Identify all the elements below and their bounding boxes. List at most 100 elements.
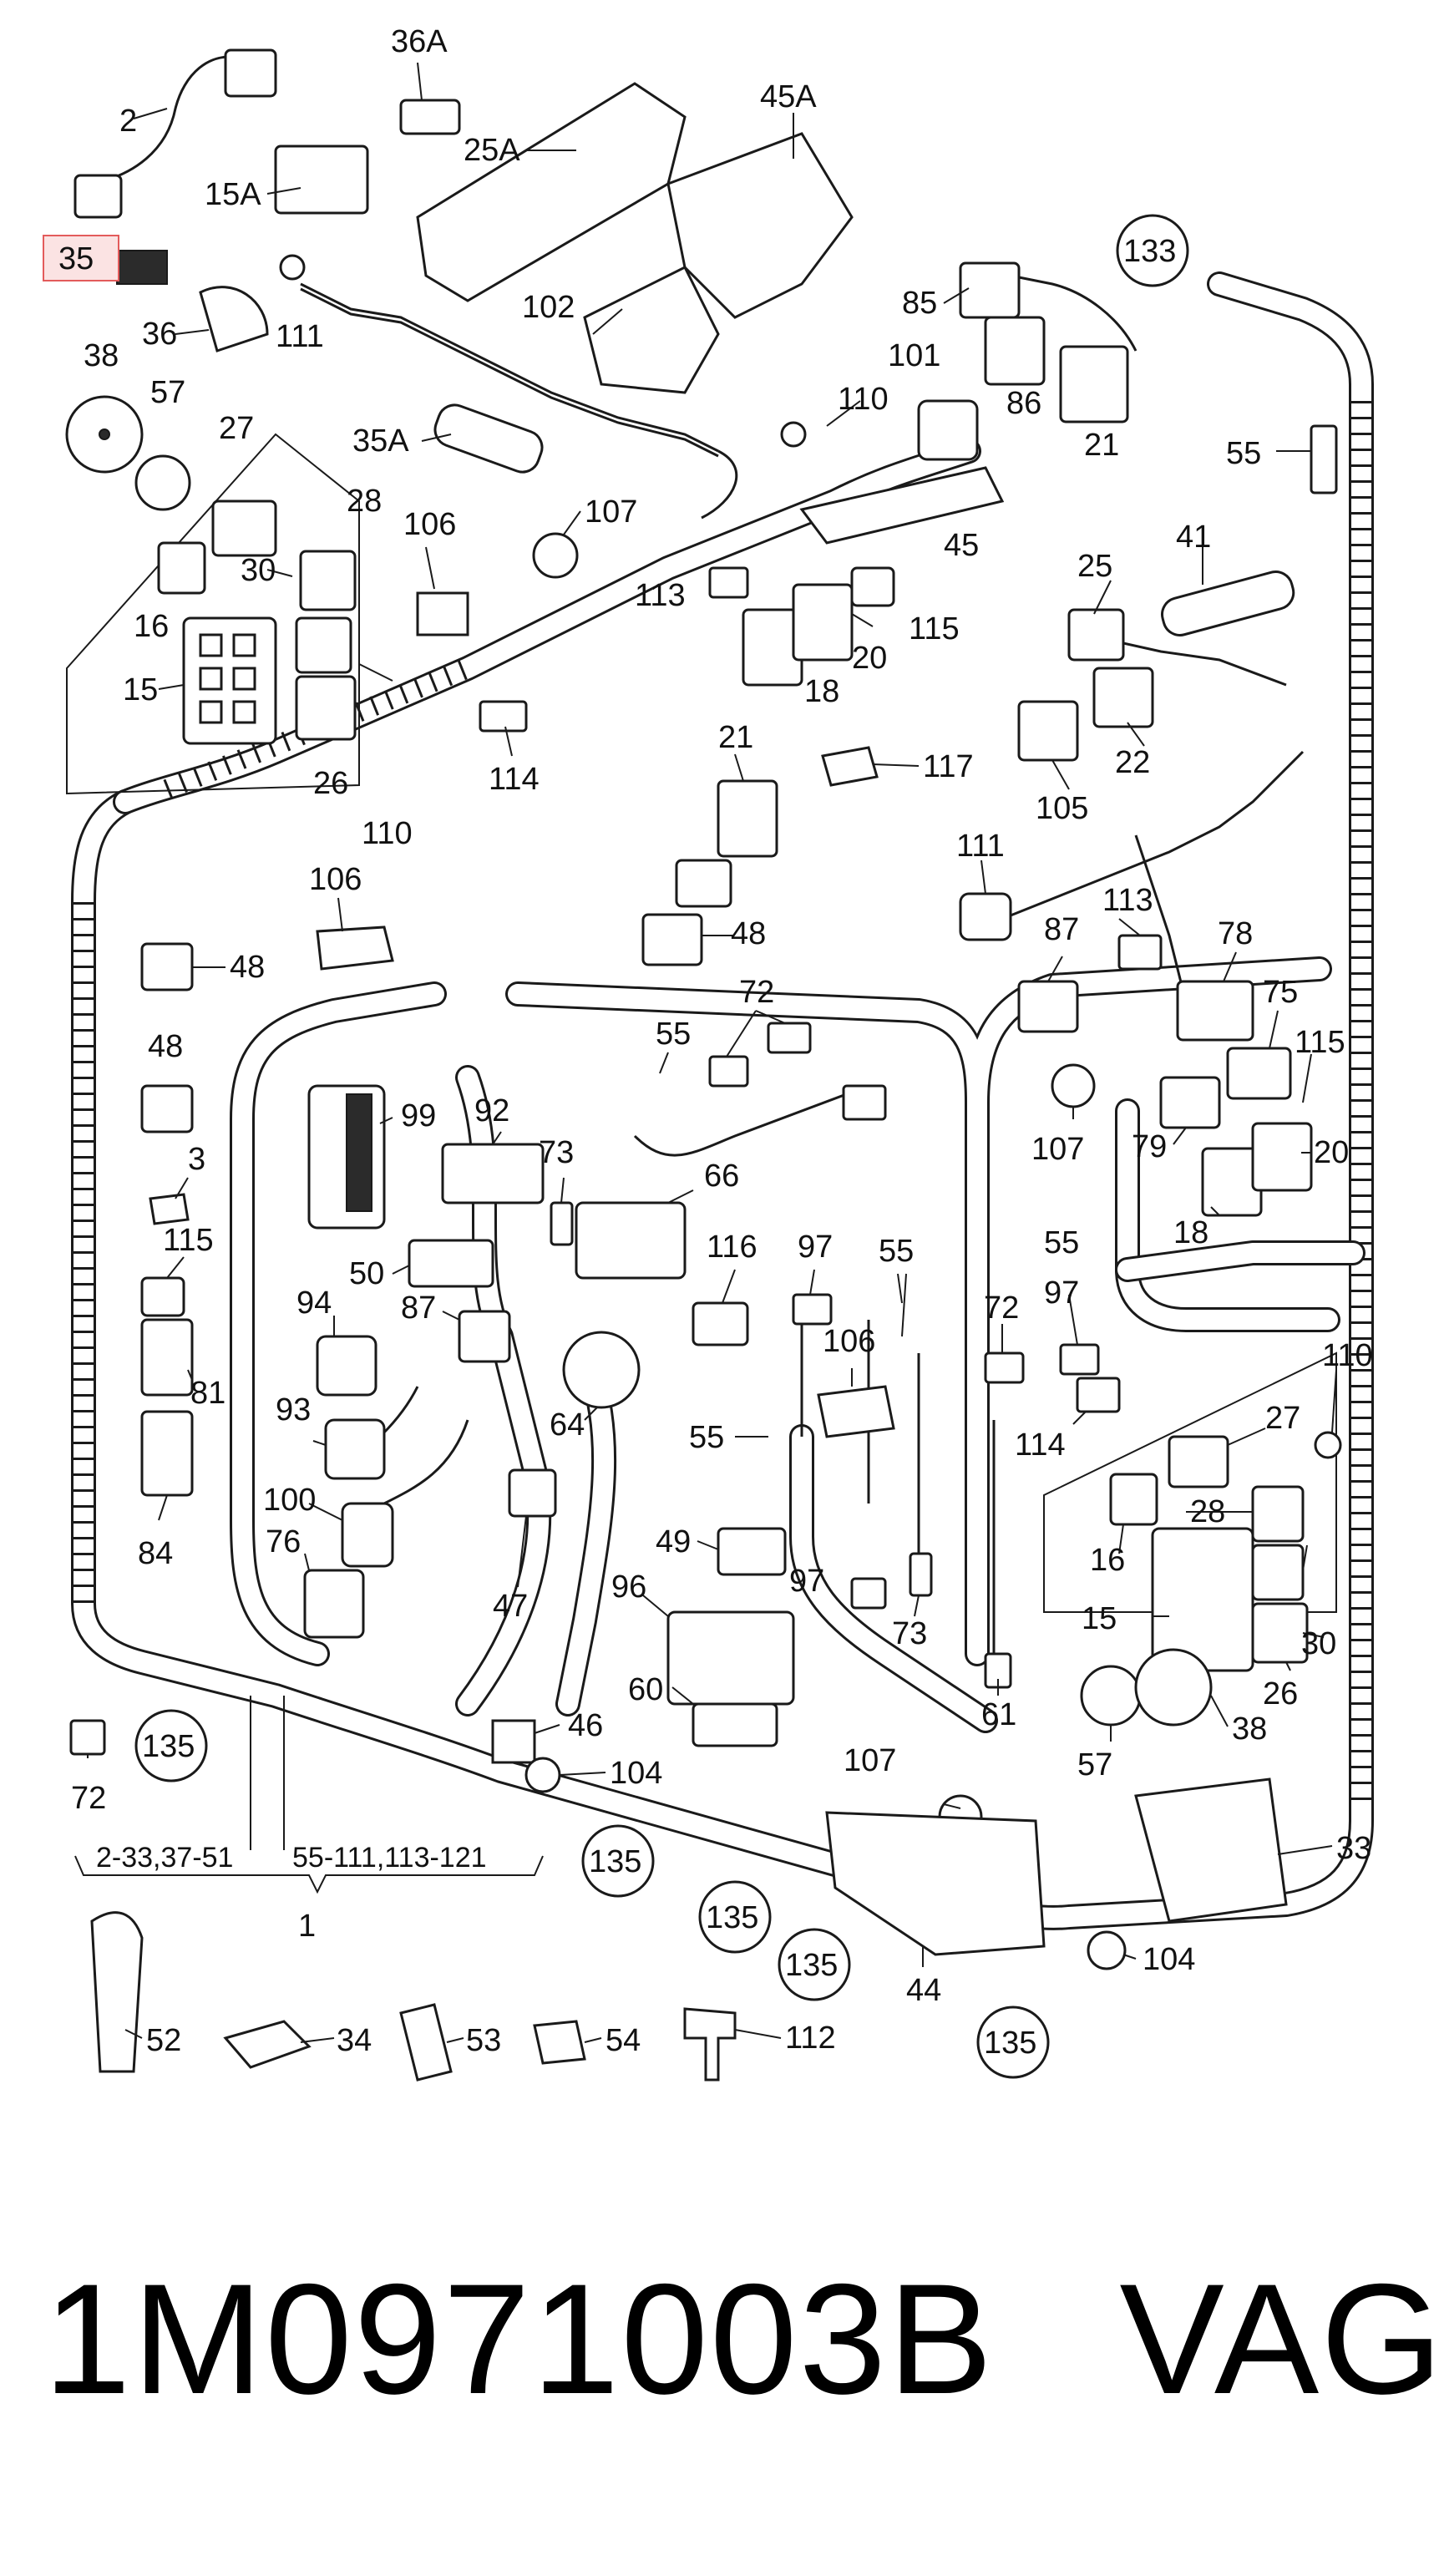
highlight-35 <box>43 235 119 281</box>
callout-30b: 30 <box>1301 1626 1336 1661</box>
connector-48a-icon <box>675 859 732 908</box>
callout-34: 34 <box>337 2023 372 2058</box>
callout-18a: 18 <box>804 674 839 709</box>
callout-64: 64 <box>550 1407 585 1443</box>
callout-21b: 21 <box>718 720 753 755</box>
clamp-107-icon <box>532 532 579 579</box>
connector-47-icon <box>508 1468 557 1518</box>
clip-36-icon <box>199 286 269 352</box>
callout-55d: 55 <box>1044 1225 1079 1260</box>
connector-100-icon <box>341 1502 394 1568</box>
callout-55a: 55 <box>1226 436 1261 471</box>
callout-97b: 97 <box>1044 1275 1079 1311</box>
callout-50: 50 <box>349 1256 384 1291</box>
callout-96: 96 <box>611 1569 646 1605</box>
callout-36A: 36A <box>391 24 448 59</box>
connector-26b-icon <box>1251 1602 1309 1664</box>
connector-87b-icon <box>458 1310 511 1363</box>
connector-21b-icon <box>717 779 778 858</box>
leader-lines <box>74 62 1337 2043</box>
callout-35: 35 <box>58 241 94 276</box>
callout-15b: 15 <box>1082 1601 1117 1636</box>
tie-55-icon <box>1310 424 1338 494</box>
callout-30a: 30 <box>241 553 276 588</box>
connector-66-icon <box>575 1201 687 1280</box>
connector-113-icon <box>708 566 749 599</box>
callout-22: 22 <box>1115 745 1150 780</box>
callout-75: 75 <box>1263 975 1298 1010</box>
callout-93: 93 <box>276 1392 311 1427</box>
callout-107b: 107 <box>1031 1132 1084 1167</box>
callout-55e: 55 <box>689 1420 724 1455</box>
callout-38a: 38 <box>84 338 119 373</box>
cover-102-icon <box>583 265 720 394</box>
callout-85: 85 <box>902 286 937 321</box>
callout-76: 76 <box>266 1524 301 1559</box>
connector-76-icon <box>303 1569 365 1639</box>
clamp-104b-icon <box>1087 1930 1127 1970</box>
clamp-107b-icon <box>1051 1063 1096 1108</box>
callout-72b: 72 <box>984 1291 1019 1326</box>
callout-73a: 73 <box>539 1135 574 1170</box>
callout-135b: 135 <box>589 1844 641 1879</box>
connector-27-icon <box>211 499 277 557</box>
callout-111b: 111 <box>956 829 1005 864</box>
connector-22-icon <box>1092 667 1154 728</box>
connector-2b-icon <box>73 174 123 219</box>
callout-47: 47 <box>493 1589 528 1624</box>
components <box>65 48 1342 2082</box>
connector-115b-icon <box>140 1276 185 1317</box>
connector-16b-icon <box>1109 1473 1158 1526</box>
callout-25: 25 <box>1077 549 1112 584</box>
clip-35-icon <box>116 250 168 285</box>
callout-106a: 106 <box>403 507 456 542</box>
callout-114b: 114 <box>1015 1427 1066 1463</box>
sensor-111-icon <box>279 254 306 281</box>
connector-50-icon <box>408 1239 494 1288</box>
callout-84: 84 <box>138 1536 173 1571</box>
callout-112: 112 <box>785 2021 836 2056</box>
callout-35A: 35A <box>352 423 409 459</box>
connector-20b-icon <box>1251 1122 1313 1192</box>
callout-116: 116 <box>707 1230 758 1265</box>
connector-48c-icon <box>140 942 194 991</box>
callout-105: 105 <box>1036 791 1088 826</box>
callout-26b: 26 <box>1263 1676 1298 1711</box>
callout-78: 78 <box>1218 916 1253 951</box>
connector-114-icon <box>479 700 528 733</box>
callout-45: 45 <box>944 528 979 563</box>
callout-114a: 114 <box>489 762 540 797</box>
connector-94-icon <box>316 1335 377 1397</box>
callout-110b: 110 <box>362 816 413 851</box>
connector-16-icon <box>157 541 206 595</box>
plug-72c-icon <box>69 1719 106 1756</box>
clip-54-icon <box>533 2020 586 2065</box>
callout-102: 102 <box>522 290 575 325</box>
connector-116-icon <box>692 1301 749 1346</box>
clip-46-icon <box>491 1719 536 1764</box>
callout-97a: 97 <box>798 1230 833 1265</box>
callout-57a: 57 <box>150 375 185 410</box>
clip-117-icon <box>821 746 879 787</box>
callout-21a: 21 <box>1084 428 1119 463</box>
clip-106c-icon <box>817 1385 895 1438</box>
callout-48b: 48 <box>230 950 265 985</box>
callout-135a: 135 <box>142 1729 195 1764</box>
callout-66: 66 <box>704 1159 739 1194</box>
connector-86-icon <box>984 316 1046 386</box>
relay-15A-icon <box>274 145 369 215</box>
callout-100: 100 <box>263 1483 316 1518</box>
callout-15A: 15A <box>205 177 261 212</box>
relay-97-icon <box>792 1293 833 1326</box>
callout-60: 60 <box>628 1672 663 1707</box>
sensor-111b-icon <box>959 892 1012 941</box>
callout-44: 44 <box>906 1973 941 2008</box>
connector-25-icon <box>1067 608 1125 662</box>
callout-3: 3 <box>188 1142 205 1177</box>
grommet-38b-icon <box>1134 1648 1213 1727</box>
callout-1: 1 <box>298 1909 316 1944</box>
connector-60-icon <box>692 1702 778 1747</box>
callout-15a: 15 <box>123 672 158 707</box>
sensor-110-icon <box>780 421 807 448</box>
